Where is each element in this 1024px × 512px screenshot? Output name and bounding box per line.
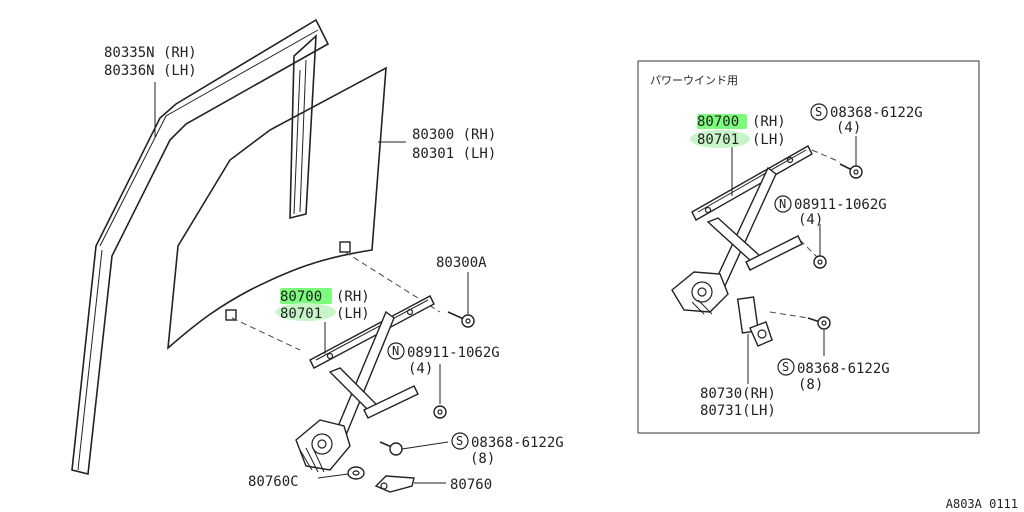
label-weatherstrip-rh: 80335N (RH)	[104, 45, 197, 61]
inset-bolt-bottom-symbol-circle	[777, 358, 795, 376]
label-glass-rh: 80300 (RH)	[412, 127, 496, 143]
inset-label-regulator-rh: 80700	[697, 114, 739, 130]
inset-bolt-top-symbol: S	[815, 105, 822, 119]
inset-bolt-top-symbol-circle	[810, 103, 828, 121]
main-assembly: 80335N (RH) 80336N (LH) 80300 (RH) 80301…	[71, 18, 564, 493]
inset-label-bolt-bottom-qty: (8)	[798, 377, 823, 393]
inset-bolt-top	[811, 149, 863, 179]
glass-bolt	[447, 311, 475, 328]
assembly-line-2	[231, 317, 301, 351]
inset-label-nut-qty: (4)	[798, 212, 823, 228]
label-glass-lh: 80301 (LH)	[412, 146, 496, 162]
nut-symbol-circle	[387, 342, 405, 360]
inset-bolt-bottom	[769, 311, 831, 330]
inset-nut-symbol-circle	[774, 195, 792, 213]
highlight-main-80701	[276, 303, 336, 321]
label-regulator-rh: 80700	[280, 289, 322, 305]
inset-label-regulator-lh: 80701	[697, 132, 739, 148]
door-weatherstrip	[71, 18, 330, 475]
inset-label-bolt-top-qty: (4)	[836, 120, 861, 136]
leader-bolt	[401, 441, 449, 450]
label-washer: 80760C	[248, 474, 299, 490]
power-window-inset: パワーウインド用	[637, 60, 980, 434]
highlight-inset-80700	[697, 114, 747, 129]
inset-frame	[637, 60, 980, 434]
regulator-nut	[433, 368, 447, 419]
inset-title: パワーウインド用	[650, 74, 738, 87]
window-regulator	[295, 295, 435, 473]
inset-label-nut: 08911-1062G	[794, 197, 887, 213]
highlight-inset-80701	[690, 130, 750, 148]
label-regulator-rh-suffix: (RH)	[336, 289, 370, 305]
nut-symbol: N	[392, 344, 399, 358]
inset-label-regulator-lh-suffix: (LH)	[752, 132, 786, 148]
inset-label-bolt-top: 08368-6122G	[830, 105, 923, 121]
inset-regulator	[671, 145, 813, 315]
inset-nut-symbol: N	[779, 197, 786, 211]
highlight-main-80700	[280, 288, 332, 304]
bolt-symbol: S	[456, 434, 463, 448]
label-nut: 08911-1062G	[407, 345, 500, 361]
inset-label-motor-lh: 80731(LH)	[700, 403, 776, 419]
washer	[347, 466, 365, 480]
leader-washer	[317, 473, 349, 479]
label-handle: 80760	[450, 477, 492, 493]
regulator-bolt	[379, 441, 403, 456]
bolt-symbol-circle	[451, 432, 469, 450]
label-regulator-lh-suffix: (LH)	[336, 306, 370, 322]
label-regulator-lh: 80701	[280, 306, 322, 322]
label-nut-qty: (4)	[408, 361, 433, 377]
reference-code: A803A 0111	[946, 497, 1018, 511]
inset-nut	[799, 239, 827, 269]
inset-label-bolt-bottom: 08368-6122G	[797, 361, 890, 377]
label-bolt: 08368-6122G	[471, 435, 564, 451]
label-weatherstrip-lh: 80336N (LH)	[104, 63, 197, 79]
label-bolt-glass: 80300A	[436, 255, 487, 271]
inset-label-motor-rh: 80730(RH)	[700, 386, 776, 402]
inset-motor	[736, 296, 773, 347]
inset-bolt-bottom-symbol: S	[782, 360, 789, 374]
label-bolt-qty: (8)	[470, 451, 495, 467]
inset-label-regulator-rh-suffix: (RH)	[752, 114, 786, 130]
window-handle	[374, 475, 415, 493]
